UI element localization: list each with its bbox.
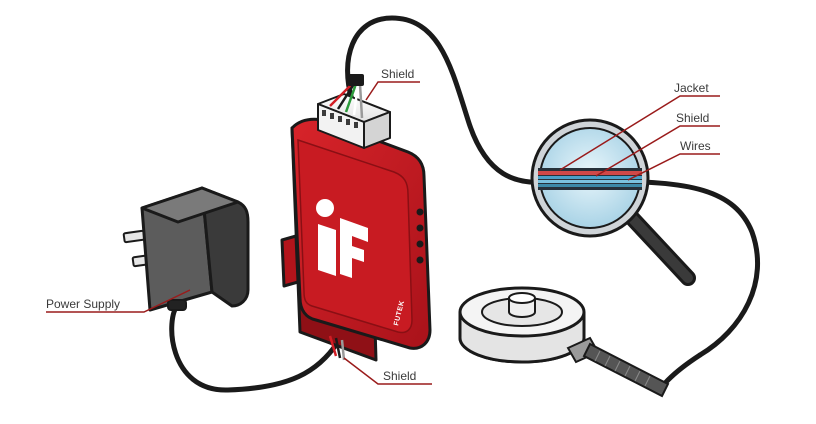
label-shield-bottom: Shield [383, 369, 416, 383]
power-cable [169, 302, 341, 393]
power-supply [122, 186, 250, 312]
status-led [416, 224, 424, 232]
label-power-supply: Power Supply [46, 297, 120, 311]
callout-line-shield-top [365, 81, 420, 101]
callout-line-shield-bottom [343, 357, 432, 385]
cable-cross-section [538, 168, 642, 190]
power-wires [328, 335, 346, 361]
label-jacket: Jacket [674, 81, 709, 95]
label-shield-cable: Shield [676, 111, 709, 125]
status-led [416, 240, 424, 248]
cable-gland [566, 336, 670, 398]
status-led [416, 256, 424, 264]
label-shield-top: Shield [381, 67, 414, 81]
callout-line-jacket [559, 95, 720, 171]
sensor-cable [345, 15, 761, 358]
callout-line-shield-cable [595, 125, 720, 177]
terminal-block [317, 74, 391, 149]
label-wires: Wires [680, 139, 711, 153]
magnifier [530, 118, 696, 286]
callout-line-wires [627, 153, 720, 181]
load-cell [458, 286, 586, 364]
brand-logo-icon [316, 199, 368, 278]
status-led [416, 208, 424, 216]
callout-line-power-supply [46, 289, 191, 313]
signal-conditioner: FUTEK [280, 117, 432, 362]
